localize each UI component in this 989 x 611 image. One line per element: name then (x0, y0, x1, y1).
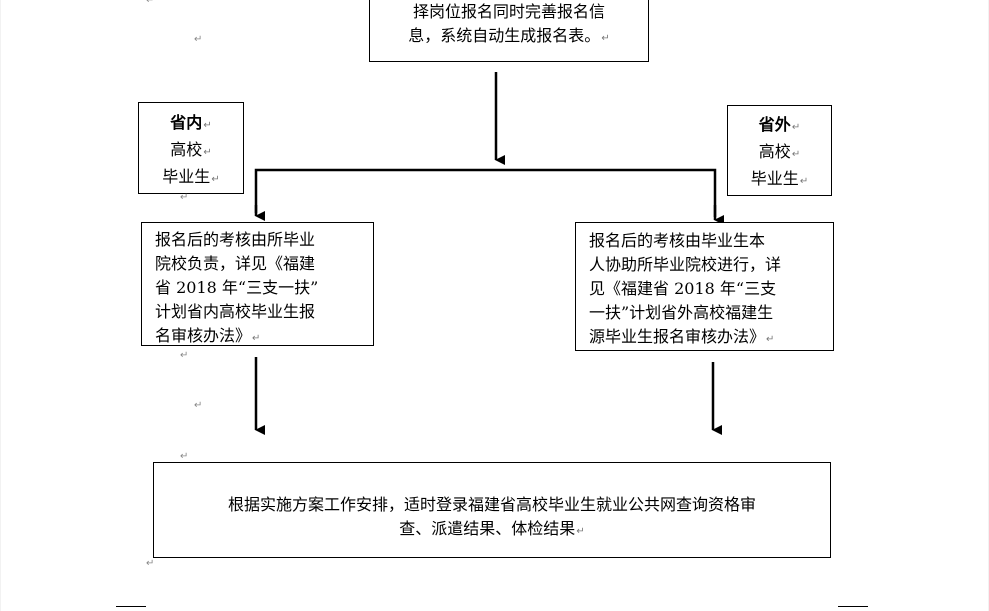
out-province-title: 省外 (758, 115, 791, 134)
in-province-line-2: 高校 (170, 140, 203, 159)
paragraph-mark: ↵ (601, 33, 610, 44)
out-province-line-2: 高校 (758, 142, 791, 161)
paragraph-mark: ↵ (194, 34, 203, 45)
in-province-review-box: 报名后的考核由所毕业 院校负责，详见《福建 省 2018 年“三支一扶” 计划省… (141, 222, 374, 346)
paragraph-mark: ↵ (203, 120, 212, 131)
paragraph-mark: ↵ (194, 400, 203, 411)
in-review-line-3: 省 2018 年“三支一扶” (155, 278, 319, 297)
in-review-line-1: 报名后的考核由所毕业 (155, 230, 316, 249)
paragraph-mark: ↵ (146, 0, 155, 6)
paragraph-mark: ↵ (252, 333, 261, 344)
paragraph-mark: ↵ (146, 558, 155, 569)
final-result-box: 根据实施方案工作安排，适时登录福建省高校毕业生就业公共网查询资格审 查、派遣结果… (153, 462, 831, 558)
paragraph-mark: ↵ (180, 192, 189, 203)
paragraph-mark: ↵ (211, 174, 220, 185)
paragraph-mark: ↵ (791, 122, 801, 133)
registration-step-box: 择岗位报名同时完善报名信 息，系统自动生成报名表。↵ (369, 0, 649, 62)
final-result-line-1: 根据实施方案工作安排，适时登录福建省高校毕业生就业公共网查询资格审 (227, 495, 756, 514)
in-review-line-2: 院校负责，详见《福建 (155, 254, 316, 273)
paragraph-mark: ↵ (180, 451, 189, 462)
paragraph-mark: ↵ (791, 149, 801, 160)
registration-step-line-1: 择岗位报名同时完善报名信 (412, 2, 605, 21)
out-review-line-3: 见《福建省 2018 年“三支 (589, 279, 777, 298)
in-province-line-3: 毕业生 (162, 167, 211, 186)
out-province-line-3: 毕业生 (750, 169, 799, 188)
paragraph-mark: ↵ (180, 350, 189, 361)
final-result-line-2: 查、派遣结果、体检结果 (399, 519, 576, 538)
in-province-title: 省内 (170, 113, 203, 132)
page-edge-left (0, 0, 1, 611)
page-bottom-margin-left (116, 606, 146, 607)
branch-connector (254, 168, 717, 217)
paragraph-mark: ↵ (799, 176, 809, 187)
out-province-graduates-box: 省外↵ 高校↵ 毕业生↵ (727, 105, 832, 196)
in-province-graduates-box: 省内↵ 高校↵ 毕业生↵ (138, 102, 244, 194)
out-review-line-1: 报名后的考核由毕业生本 (589, 231, 766, 250)
out-review-line-2: 人协助所毕业院校进行，详 (589, 255, 782, 274)
out-province-review-box: 报名后的考核由毕业生本 人协助所毕业院校进行，详 见《福建省 2018 年“三支… (575, 222, 834, 351)
in-review-line-4: 计划省内高校毕业生报 (155, 302, 316, 321)
page-bottom-margin-right (838, 606, 868, 607)
paragraph-mark: ↵ (203, 147, 212, 158)
in-review-line-5: 名审核办法》 (155, 326, 252, 345)
paragraph-mark: ↵ (576, 526, 585, 537)
paragraph-mark: ↵ (766, 334, 775, 345)
registration-step-line-2: 息，系统自动生成报名表。 (408, 26, 601, 45)
out-review-line-4: 一扶”计划省外高校福建生 (589, 303, 774, 322)
out-review-line-5: 源毕业生报名审核办法》 (589, 327, 766, 346)
